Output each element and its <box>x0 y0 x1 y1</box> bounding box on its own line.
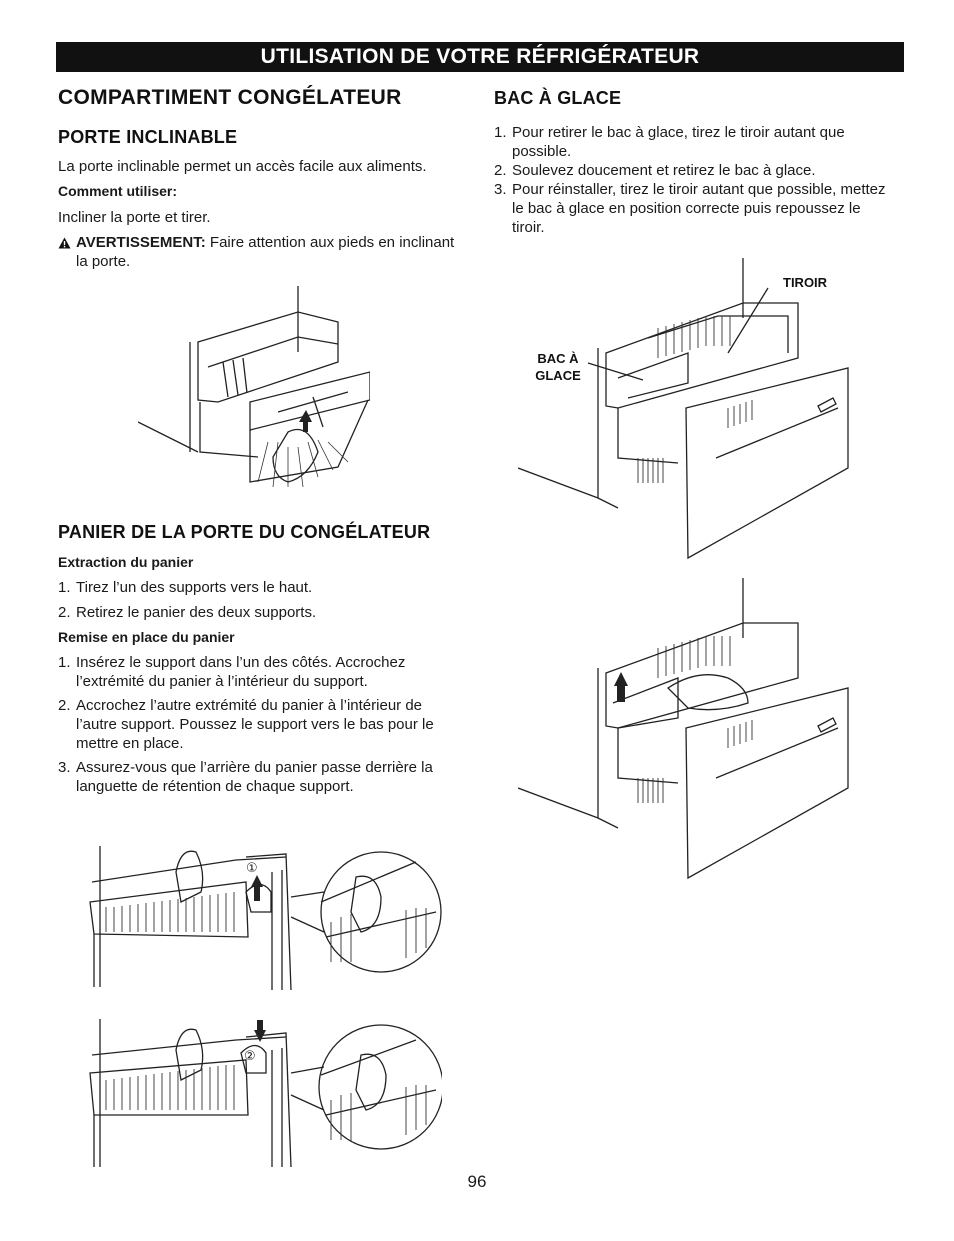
extraction-label: Extraction du panier <box>58 554 194 570</box>
warning-body: Faire attention aux pieds en inclinant l… <box>76 234 455 270</box>
warning-label: AVERTISSEMENT: <box>76 234 206 251</box>
ice-bin-lift-illustration <box>518 578 849 880</box>
step2-marker: ② <box>244 1049 256 1064</box>
how-to-label: Comment utiliser: <box>58 183 178 199</box>
porte-inclinable-title: PORTE INCLINABLE <box>58 127 238 147</box>
step1-marker: ① <box>246 861 258 876</box>
basket-removal-step2-illustration: ② <box>89 1019 442 1168</box>
tilt-door-illustration <box>138 286 370 488</box>
page-number: 96 <box>467 1172 487 1191</box>
right-column: BAC À GLACE 1.Pour retirer le bac à glac… <box>494 88 894 237</box>
list-item: 1.Tirez l’un des supports vers le haut. <box>58 579 313 596</box>
panier-section: PANIER DE LA PORTE DU CONGÉLATEUR Extrac… <box>58 522 458 796</box>
list-item: 2.Retirez le panier des deux supports. <box>58 604 317 621</box>
label-bac-a-glace: BAC À GLACE <box>535 351 581 383</box>
page-header-banner: UTILISATION DE VOTRE RÉFRIGÉRATEUR <box>56 42 904 72</box>
list-item: 3.Pour réinstaller, tirez le tiroir auta… <box>494 181 886 236</box>
list-item: 1.Insérez le support dans l’un des côtés… <box>58 654 406 690</box>
bac-a-glace-title: BAC À GLACE <box>494 88 622 108</box>
list-item: 2.Soulevez doucement et retirez le bac à… <box>494 162 816 179</box>
panier-title: PANIER DE LA PORTE DU CONGÉLATEUR <box>58 522 431 542</box>
warning-text: AVERTISSEMENT: Faire attention aux pieds… <box>58 233 458 271</box>
how-to-text: Incliner la porte et tirer. <box>58 209 211 226</box>
list-item: 3.Assurez-vous que l’arrière du panier p… <box>58 759 433 795</box>
remise-steps: 1.Insérez le support dans l’un des côtés… <box>58 653 458 796</box>
label-tiroir: TIROIR <box>783 275 828 290</box>
porte-intro: La porte inclinable permet un accès faci… <box>58 158 427 175</box>
ice-bin-drawer-illustration <box>518 258 849 560</box>
list-item: 2.Accrochez l’autre extrémité du panier … <box>58 697 434 752</box>
bac-steps: 1.Pour retirer le bac à glace, tirez le … <box>494 123 894 237</box>
extraction-steps: 1.Tirez l’un des supports vers le haut. … <box>58 578 458 622</box>
warning-icon <box>58 235 71 254</box>
left-column: COMPARTIMENT CONGÉLATEUR PORTE INCLINABL… <box>58 86 458 271</box>
list-item: 1.Pour retirer le bac à glace, tirez le … <box>494 124 845 160</box>
basket-removal-step1-illustration: ① <box>89 846 442 990</box>
section-title: COMPARTIMENT CONGÉLATEUR <box>58 86 402 109</box>
remise-label: Remise en place du panier <box>58 629 235 645</box>
